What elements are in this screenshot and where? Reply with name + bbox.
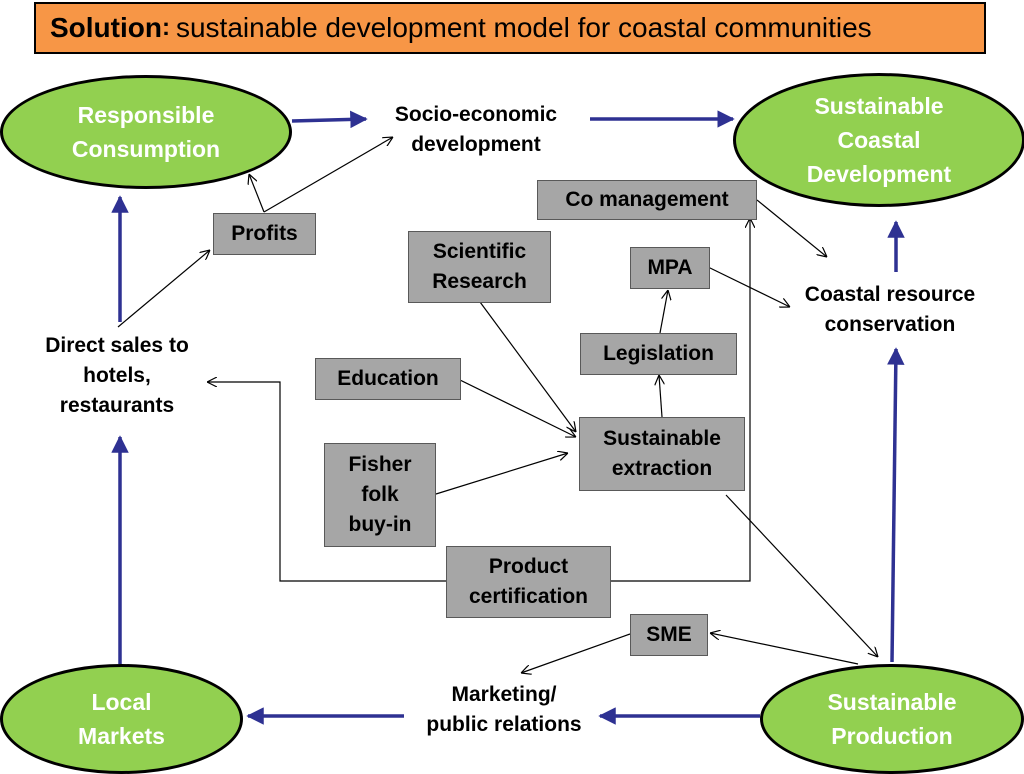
label-direct-sales: Direct sales to hotels, restaurants	[10, 329, 224, 423]
text-line: certification	[468, 585, 589, 608]
text-line: extraction	[611, 457, 713, 480]
text-line: hotels,	[83, 364, 151, 387]
box-legislation-text: Legislation	[603, 339, 714, 369]
box-sustainable-extraction-text: Sustainable extraction	[603, 424, 721, 484]
title-colon: :	[161, 14, 170, 41]
text-line: buy-in	[348, 513, 412, 536]
box-sme-text: SME	[646, 620, 692, 650]
text-line: Socio-economic	[394, 103, 558, 126]
arrow-certification-to-comanagement	[610, 218, 750, 582]
text-line: Legislation	[603, 342, 714, 365]
text-line: Sustainable	[603, 427, 721, 450]
text-line: restaurants	[59, 394, 175, 417]
title-bold: Solution	[50, 12, 162, 43]
text-line: Production	[831, 723, 953, 749]
text-line: development	[411, 133, 541, 156]
box-co-management-text: Co management	[565, 185, 728, 215]
text-line: Research	[432, 270, 527, 293]
arrow-direct-sales-to-profits	[117, 250, 210, 328]
text-line: Co management	[565, 188, 729, 211]
box-education: Education	[315, 358, 461, 400]
text-line: public relations	[426, 713, 582, 736]
box-mpa-text: MPA	[647, 253, 692, 283]
arrow-extraction-to-production	[725, 494, 878, 657]
text-line: Local	[91, 689, 152, 715]
title-rest: sustainable development model for coasta…	[175, 12, 872, 43]
box-sustainable-extraction: Sustainable extraction	[579, 417, 745, 491]
text-line: Direct sales to	[45, 334, 189, 357]
arrow-production-to-sme	[710, 633, 859, 665]
arrow-profits-to-consumption	[249, 174, 265, 213]
text-line: Profits	[231, 222, 298, 245]
arrow-production-to-conservation	[887, 347, 905, 663]
label-coastal-resource-conservation: Coastal resource conservation	[785, 279, 995, 341]
arrow-comanagement-to-conservation	[756, 199, 827, 257]
text-line: Coastal	[837, 127, 921, 153]
arrow-fisher-to-extraction	[435, 453, 568, 495]
arrow-research-to-extraction	[479, 301, 576, 432]
text-line: Marketing/	[451, 683, 557, 706]
text-line: Markets	[78, 723, 165, 749]
box-co-management: Co management	[537, 180, 757, 220]
text-line: folk	[361, 483, 399, 506]
text-line: Fisher	[348, 453, 412, 476]
box-mpa: MPA	[630, 247, 710, 289]
box-education-text: Education	[337, 364, 439, 394]
box-profits: Profits	[213, 213, 316, 255]
text-line: Education	[337, 367, 439, 390]
box-legislation: Legislation	[580, 333, 737, 375]
label-direct-sales-text: Direct sales to hotels, restaurants	[45, 331, 189, 421]
arrow-sme-to-marketing	[521, 633, 631, 673]
box-fisher-folk-text: Fisher folk buy-in	[348, 450, 411, 540]
text-line: Consumption	[71, 136, 221, 162]
arrow-mpa-to-conservation	[707, 266, 790, 307]
text-line: Sustainable	[827, 689, 957, 715]
label-marketing-text: Marketing/public relations	[426, 680, 581, 740]
text-line: Scientific	[432, 240, 527, 263]
box-product-certification: Product certification	[446, 546, 611, 618]
text-line: Responsible	[77, 102, 215, 128]
arrow-profits-to-socio	[263, 137, 393, 213]
text-line: Product	[488, 555, 569, 578]
box-product-certification-text: Product certification	[469, 552, 588, 612]
text-line: Development	[806, 161, 952, 187]
box-sme: SME	[630, 614, 708, 656]
arrow-extraction-to-legislation	[659, 375, 662, 418]
text-line: conservation	[824, 313, 956, 336]
label-socio-economic-text: Socio-economic development	[395, 100, 557, 160]
text-line: Sustainable	[814, 93, 944, 119]
text-line: MPA	[647, 256, 693, 279]
label-marketing: Marketing/public relations	[400, 679, 608, 741]
arrow-certification-to-direct-sales	[207, 382, 446, 582]
arrow-consumption-to-socio	[291, 110, 368, 129]
label-coastal-resource-conservation-text: Coastal resource conservation	[805, 280, 975, 340]
arrow-education-to-extraction	[459, 379, 576, 437]
label-socio-economic: Socio-economic development	[366, 99, 586, 161]
text-line: SME	[646, 623, 692, 646]
text-line: Coastal resource	[804, 283, 976, 306]
box-fisher-folk: Fisher folk buy-in	[324, 443, 436, 547]
title-banner: Solution:sustainable development model f…	[34, 2, 986, 54]
arrow-legislation-to-mpa	[659, 290, 668, 334]
box-profits-text: Profits	[231, 219, 298, 249]
